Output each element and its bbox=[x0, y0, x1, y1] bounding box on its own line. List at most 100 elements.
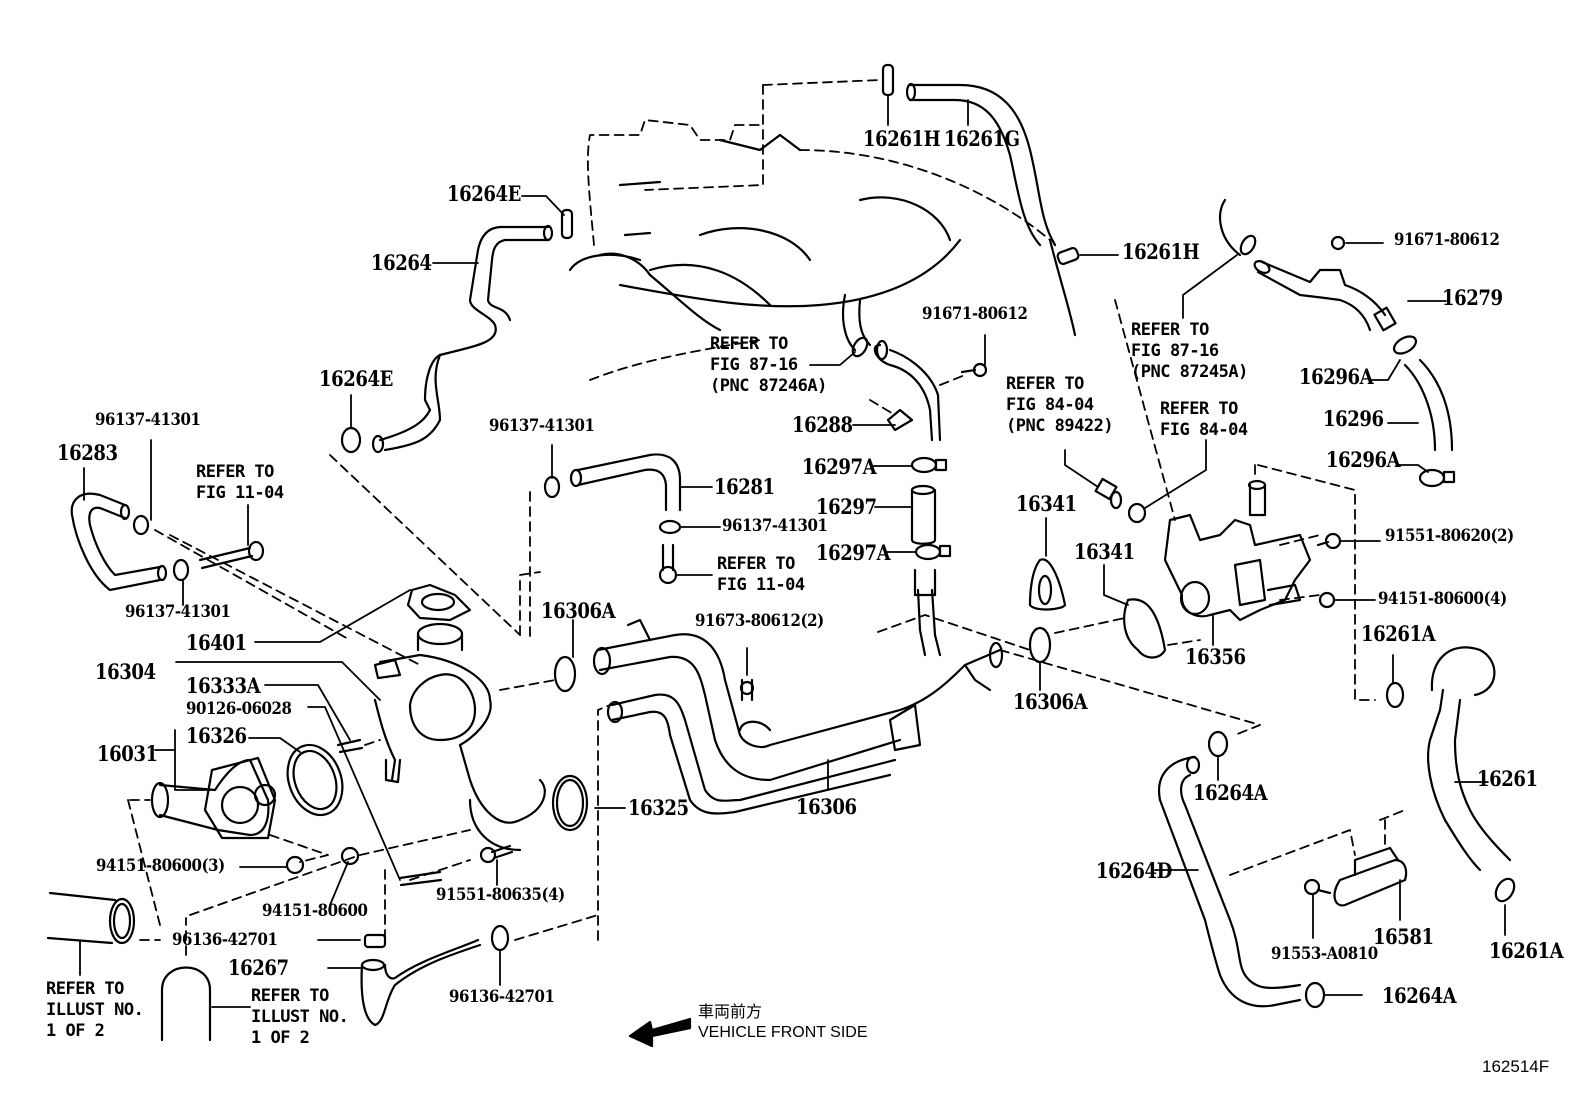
label-16325[interactable]: 16325 bbox=[628, 795, 689, 820]
label-91671-80612-a[interactable]: 91671-80612 bbox=[922, 304, 1028, 324]
water-outlet-16356 bbox=[1163, 479, 1312, 646]
clamp-16264A-top bbox=[1207, 730, 1229, 781]
arrow-left-icon bbox=[628, 1017, 692, 1048]
clamp-16261H-mid bbox=[1056, 246, 1119, 266]
refer-fig-11-04-left[interactable]: REFER TO FIG 11-04 bbox=[196, 462, 284, 503]
label-16261H-mid[interactable]: 16261H bbox=[1122, 239, 1200, 264]
label-16296A-b[interactable]: 16296A bbox=[1326, 447, 1401, 472]
label-16264A-a[interactable]: 16264A bbox=[1193, 780, 1268, 805]
label-94151-80600-3[interactable]: 94151-80600(3) bbox=[96, 856, 225, 876]
bolt-91553-A0810 bbox=[1303, 878, 1332, 939]
pipe-refer-illust-left bbox=[46, 891, 161, 976]
label-16296[interactable]: 16296 bbox=[1323, 406, 1384, 431]
clamp-16261A-top bbox=[1385, 654, 1405, 709]
label-91551-80620[interactable]: 91551-80620(2) bbox=[1385, 526, 1514, 546]
label-16297A-b[interactable]: 16297A bbox=[816, 540, 891, 565]
sensor-refer-89422 bbox=[1064, 439, 1207, 524]
clamp-96137-41301-lower bbox=[658, 519, 721, 535]
label-94151-80600[interactable]: 94151-80600 bbox=[262, 901, 368, 921]
orientation-label-jp: 車両前方 bbox=[698, 1004, 763, 1021]
label-16581[interactable]: 16581 bbox=[1373, 924, 1434, 949]
label-91673-80612[interactable]: 91673-80612(2) bbox=[695, 611, 824, 631]
label-16297A-a[interactable]: 16297A bbox=[802, 454, 877, 479]
label-16264E-top[interactable]: 16264E bbox=[447, 181, 522, 206]
water-pipe-16306 bbox=[592, 568, 1004, 815]
refer-illust-mid[interactable]: REFER TO ILLUST NO. 1 OF 2 bbox=[251, 986, 349, 1048]
label-96136-42701-b[interactable]: 96136-42701 bbox=[449, 987, 555, 1007]
label-16264E-left[interactable]: 16264E bbox=[319, 366, 394, 391]
nut-94151-80600 bbox=[329, 846, 360, 906]
label-16264[interactable]: 16264 bbox=[371, 250, 432, 275]
hose-stub-refer-87245A bbox=[1182, 198, 1257, 319]
label-94151-80600-4[interactable]: 94151-80600(4) bbox=[1378, 589, 1507, 609]
hose-16288 bbox=[852, 339, 942, 442]
refer-fig-87-16-87246A[interactable]: REFER TO FIG 87-16 (PNC 87246A) bbox=[710, 334, 827, 396]
label-16261H-top[interactable]: 16261H bbox=[863, 126, 941, 151]
label-16304[interactable]: 16304 bbox=[95, 659, 156, 684]
label-16279[interactable]: 16279 bbox=[1442, 285, 1503, 310]
bracket-16581 bbox=[1333, 846, 1408, 921]
hose-16267 bbox=[327, 938, 482, 1027]
hose-16296 bbox=[1387, 358, 1454, 452]
label-16296A-a[interactable]: 16296A bbox=[1299, 364, 1374, 389]
label-16267[interactable]: 16267 bbox=[228, 955, 289, 980]
label-96136-42701-a[interactable]: 96136-42701 bbox=[172, 930, 278, 950]
refer-fig-11-04-mid[interactable]: REFER TO FIG 11-04 bbox=[717, 554, 805, 595]
hose-16283 bbox=[70, 467, 168, 592]
bolt-fig-11-04-left bbox=[198, 504, 265, 570]
label-91553-A0810[interactable]: 91553-A0810 bbox=[1271, 944, 1378, 964]
clamp-96137-41301-left bbox=[132, 439, 190, 606]
gasket-16341-left bbox=[1028, 517, 1067, 611]
label-16297[interactable]: 16297 bbox=[816, 494, 877, 519]
bolt-fig-11-04-mid bbox=[658, 543, 713, 585]
o-ring-16325 bbox=[551, 774, 626, 832]
label-16306A-a[interactable]: 16306A bbox=[541, 598, 616, 623]
refer-fig-84-04-89422[interactable]: REFER TO FIG 84-04 (PNC 89422) bbox=[1006, 374, 1114, 436]
label-16031[interactable]: 16031 bbox=[97, 741, 158, 766]
bolt-91551-80620 bbox=[1316, 532, 1381, 550]
label-16264A-b[interactable]: 16264A bbox=[1382, 983, 1457, 1008]
refer-illust-left[interactable]: REFER TO ILLUST NO. 1 OF 2 bbox=[46, 979, 144, 1041]
label-16401[interactable]: 16401 bbox=[186, 630, 247, 655]
label-96137-41301-a[interactable]: 96137-41301 bbox=[95, 410, 201, 430]
label-16288[interactable]: 16288 bbox=[792, 412, 853, 437]
gasket-16341-right bbox=[1103, 564, 1167, 659]
label-91551-80635[interactable]: 91551-80635(4) bbox=[436, 885, 565, 905]
label-16261A-b[interactable]: 16261A bbox=[1489, 938, 1564, 963]
hose-16264D bbox=[1154, 755, 1302, 1008]
orientation-label-en: VEHICLE FRONT SIDE bbox=[698, 1024, 868, 1041]
label-16281[interactable]: 16281 bbox=[714, 474, 775, 499]
label-91671-80612-b[interactable]: 91671-80612 bbox=[1394, 230, 1500, 250]
label-16306A-b[interactable]: 16306A bbox=[1013, 689, 1088, 714]
water-inlet-housing bbox=[373, 583, 546, 852]
hose-16279 bbox=[1253, 260, 1447, 332]
label-16341-b[interactable]: 16341 bbox=[1074, 539, 1135, 564]
o-ring-16306A-left bbox=[553, 619, 577, 693]
label-16341-a[interactable]: 16341 bbox=[1016, 491, 1077, 516]
refer-fig-84-04[interactable]: REFER TO FIG 84-04 bbox=[1160, 399, 1248, 440]
label-16356[interactable]: 16356 bbox=[1185, 644, 1246, 669]
label-16326[interactable]: 16326 bbox=[186, 723, 247, 748]
label-96137-41301-d[interactable]: 96137-41301 bbox=[722, 516, 828, 536]
label-16333A[interactable]: 16333A bbox=[186, 673, 261, 698]
hose-stub-refer-87246A bbox=[809, 293, 872, 366]
label-16306[interactable]: 16306 bbox=[796, 794, 857, 819]
clamp-16296A-top bbox=[1369, 335, 1418, 381]
refer-fig-87-16-87245A[interactable]: REFER TO FIG 87-16 (PNC 87245A) bbox=[1131, 320, 1248, 382]
bolt-91673-80612 bbox=[739, 647, 755, 702]
label-16264D[interactable]: 16264D bbox=[1096, 858, 1172, 883]
clamp-96136-42701-right bbox=[490, 914, 599, 986]
clamp-96137-41301-mid bbox=[529, 444, 561, 641]
hose-16261G bbox=[905, 82, 1057, 247]
label-16261[interactable]: 16261 bbox=[1477, 766, 1538, 791]
label-96137-41301-b[interactable]: 96137-41301 bbox=[125, 602, 231, 622]
clamp-16297A-top bbox=[871, 456, 948, 474]
clamp-16264A-bottom bbox=[1304, 981, 1363, 1009]
clamp-16296A-bottom bbox=[1397, 464, 1456, 488]
label-16283[interactable]: 16283 bbox=[57, 440, 118, 465]
label-96137-41301-c[interactable]: 96137-41301 bbox=[489, 416, 595, 436]
hose-16281 bbox=[569, 453, 713, 512]
label-16261A-a[interactable]: 16261A bbox=[1361, 621, 1436, 646]
label-16261G[interactable]: 16261G bbox=[944, 126, 1020, 151]
label-90126-06028[interactable]: 90126-06028 bbox=[186, 699, 292, 719]
